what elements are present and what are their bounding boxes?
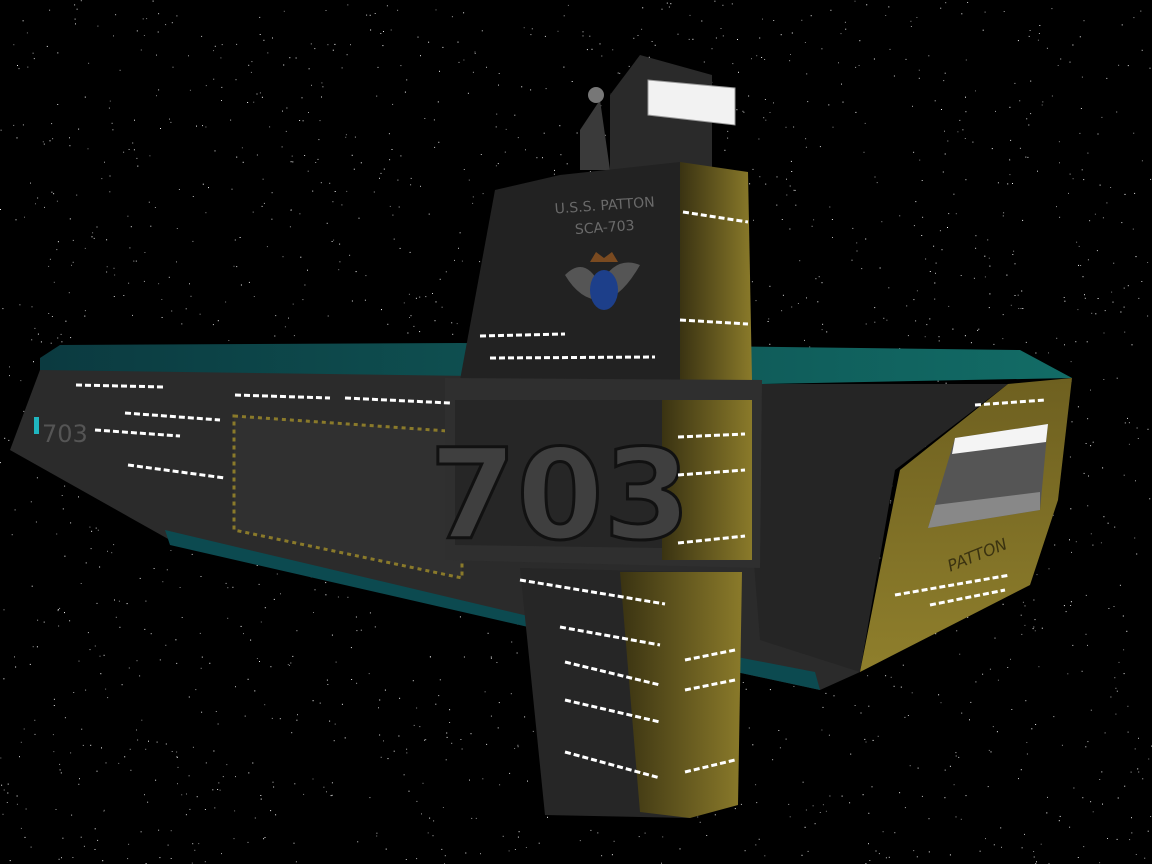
hull-number-panel <box>455 400 662 548</box>
stern-hangar-light <box>952 424 1048 454</box>
bow-marker <box>34 417 39 434</box>
ship-emblem <box>565 252 640 310</box>
hull-number-bow: 703 <box>42 420 88 448</box>
hull-number-large: 703 <box>430 423 691 568</box>
ship-name-plate: U.S.S. PATTON <box>554 195 655 218</box>
ship-registry: SCA-703 <box>574 218 635 238</box>
window-lights <box>75 210 1046 780</box>
lower-fin-gold <box>620 572 742 818</box>
stern-hangar-floor <box>928 492 1040 528</box>
tower-upper-light-box <box>647 79 736 126</box>
hangar-door-panel <box>232 414 464 580</box>
center-gold-side <box>662 400 752 560</box>
radar-dome <box>588 87 604 103</box>
tower-gold-side <box>680 162 752 380</box>
hull-stern-block <box>740 384 1008 672</box>
mast-structure <box>580 100 610 170</box>
